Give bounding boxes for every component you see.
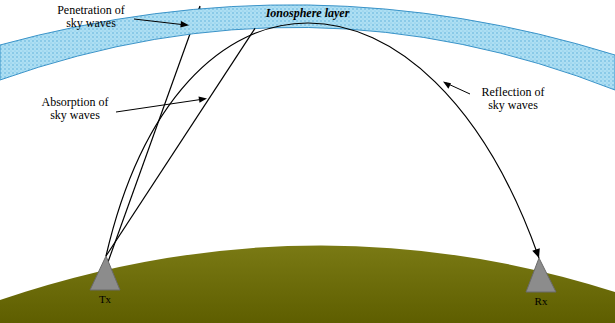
sky-wave-path xyxy=(106,23,540,258)
wave-line xyxy=(106,23,539,258)
antenna-label: Tx xyxy=(88,293,122,306)
wave-label: Reflection of sky waves xyxy=(474,86,552,112)
leader-line xyxy=(116,99,204,112)
earth-ground xyxy=(0,245,615,323)
sky-wave-path xyxy=(106,28,255,256)
antenna-symbol xyxy=(524,258,558,294)
receiver-antenna: Rx xyxy=(524,258,558,308)
leader-arrowhead xyxy=(443,82,451,89)
antenna-label: Rx xyxy=(524,295,558,308)
antenna-triangle xyxy=(90,256,120,290)
transmitter-antenna: Tx xyxy=(88,256,122,306)
antenna-symbol xyxy=(88,256,122,292)
arrowhead xyxy=(532,248,540,258)
layer-label: Ionosphere layer xyxy=(266,6,350,20)
wave-label: Penetration of sky waves xyxy=(52,4,130,30)
wave-line xyxy=(106,28,255,256)
antenna-triangle xyxy=(526,258,556,292)
wave-label: Absorption of sky waves xyxy=(36,96,114,122)
ionosphere-outline xyxy=(0,5,615,90)
leader-arrowhead xyxy=(199,97,208,103)
